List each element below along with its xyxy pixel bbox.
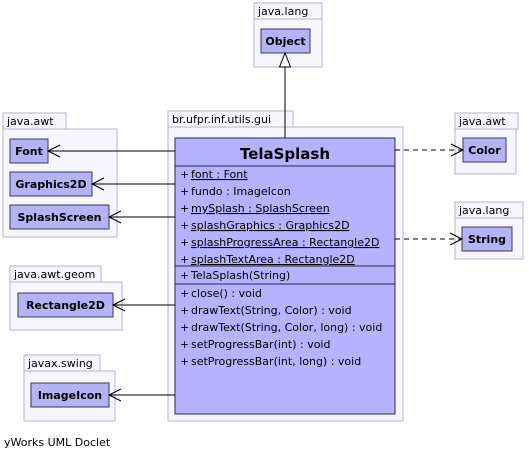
open-arrowhead bbox=[449, 232, 464, 246]
visibility-marker: + bbox=[180, 168, 189, 181]
class-name: Object bbox=[265, 35, 305, 48]
class-name: Rectangle2D bbox=[26, 299, 105, 312]
open-arrowhead bbox=[46, 144, 61, 158]
member-label: close() : void bbox=[191, 287, 262, 300]
class-rectangle2d[interactable]: Rectangle2D bbox=[17, 292, 114, 318]
dependency-string bbox=[395, 232, 464, 246]
association-splashscreen bbox=[107, 210, 175, 224]
hollow-triangle-arrowhead bbox=[278, 51, 292, 68]
class-telasplash[interactable]: TelaSplash +font : Font+fundo : ImageIco… bbox=[174, 137, 396, 415]
member-label: mySplash : SplashScreen bbox=[191, 202, 330, 215]
package-java-lang-right: java.lang String bbox=[454, 201, 524, 260]
package-javax-swing: javax.swing ImageIcon bbox=[23, 354, 116, 422]
visibility-marker: + bbox=[180, 253, 189, 266]
member-label: font : Font bbox=[191, 168, 248, 181]
member-label: splashGraphics : Graphics2D bbox=[191, 219, 350, 232]
methods-compartment: +close() : void+drawText(String, Color) … bbox=[180, 287, 382, 368]
visibility-marker: + bbox=[180, 269, 189, 282]
class-name: Color bbox=[468, 144, 501, 157]
footer-credit: yWorks UML Doclet bbox=[4, 436, 111, 449]
package-label: java.awt bbox=[458, 115, 506, 128]
open-arrowhead bbox=[90, 177, 105, 191]
class-color[interactable]: Color bbox=[462, 137, 507, 163]
member-label: splashTextArea : Rectangle2D bbox=[191, 253, 355, 266]
class-graphics2d[interactable]: Graphics2D bbox=[9, 171, 93, 197]
package-label: java.lang bbox=[458, 204, 509, 217]
member-label: setProgressBar(int, long) : void bbox=[191, 355, 361, 368]
open-arrowhead bbox=[450, 143, 465, 157]
package-label: javax.swing bbox=[27, 357, 93, 370]
class-name: ImageIcon bbox=[38, 389, 102, 402]
class-name: SplashScreen bbox=[18, 211, 102, 224]
class-font[interactable]: Font bbox=[9, 138, 49, 164]
visibility-marker: + bbox=[180, 236, 189, 249]
constructors-compartment: +TelaSplash(String) bbox=[180, 269, 290, 282]
member-label: drawText(String, Color, long) : void bbox=[191, 321, 382, 334]
open-arrowhead bbox=[111, 298, 126, 312]
member-label: setProgressBar(int) : void bbox=[191, 338, 330, 351]
package-java-awt-left: java.awt Font Graphics2D SplashScreen bbox=[2, 112, 118, 238]
visibility-marker: + bbox=[180, 321, 189, 334]
visibility-marker: + bbox=[180, 219, 189, 232]
package-label: java.awt.geom bbox=[13, 268, 95, 281]
member-label: drawText(String, Color) : void bbox=[191, 304, 352, 317]
association-font bbox=[46, 144, 175, 158]
association-imageicon bbox=[107, 388, 175, 402]
visibility-marker: + bbox=[180, 185, 189, 198]
association-graphics2d bbox=[90, 177, 175, 191]
package-java-lang-top: java.lang Object bbox=[253, 2, 323, 68]
package-label: java.lang bbox=[257, 5, 308, 18]
visibility-marker: + bbox=[180, 338, 189, 351]
visibility-marker: + bbox=[180, 304, 189, 317]
attributes-compartment: +font : Font+fundo : ImageIcon+mySplash … bbox=[180, 168, 379, 266]
package-java-awt-right: java.awt Color bbox=[454, 112, 519, 175]
package-label: br.ufpr.inf.utils.gui bbox=[172, 113, 271, 126]
visibility-marker: + bbox=[180, 355, 189, 368]
open-arrowhead bbox=[107, 388, 122, 402]
member-label: TelaSplash(String) bbox=[190, 269, 290, 282]
class-name: String bbox=[468, 233, 506, 246]
package-label: java.awt bbox=[6, 115, 54, 128]
generalization-object bbox=[278, 51, 292, 138]
class-imageicon[interactable]: ImageIcon bbox=[30, 382, 110, 408]
member-label: splashProgressArea : Rectangle2D bbox=[191, 236, 379, 249]
class-splashscreen[interactable]: SplashScreen bbox=[9, 204, 110, 230]
visibility-marker: + bbox=[180, 202, 189, 215]
open-arrowhead bbox=[107, 210, 122, 224]
class-object[interactable]: Object bbox=[260, 28, 311, 54]
class-string[interactable]: String bbox=[461, 226, 513, 252]
dependency-color bbox=[395, 143, 465, 157]
class-title: TelaSplash bbox=[240, 145, 330, 163]
association-rectangle2d bbox=[111, 298, 175, 312]
class-name: Graphics2D bbox=[15, 178, 86, 191]
member-label: fundo : ImageIcon bbox=[191, 185, 291, 198]
class-name: Font bbox=[15, 145, 43, 158]
package-java-awt-geom: java.awt.geom Rectangle2D bbox=[9, 265, 123, 331]
visibility-marker: + bbox=[180, 287, 189, 300]
